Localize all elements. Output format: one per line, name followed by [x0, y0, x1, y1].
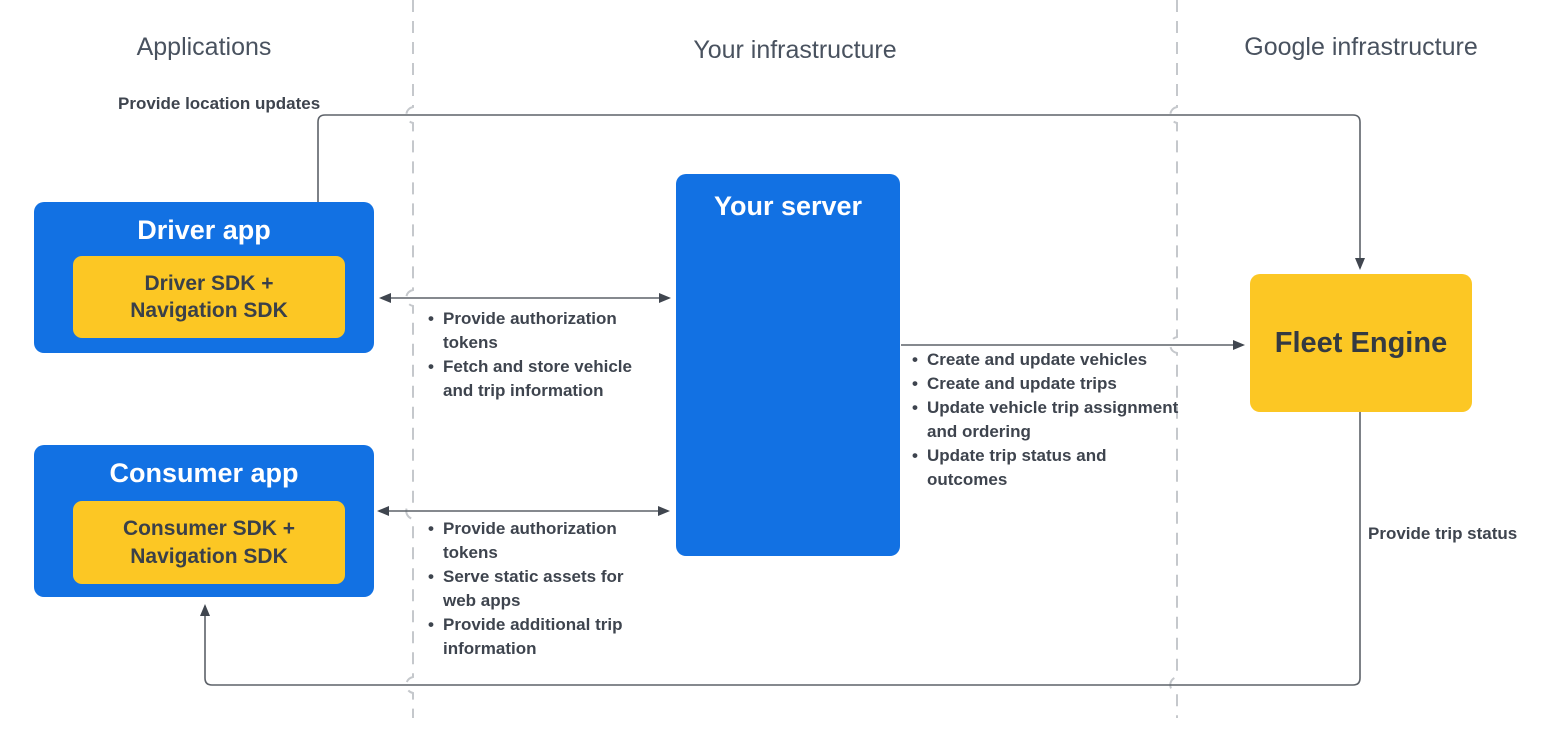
- fleet-engine-node: Fleet Engine: [1250, 274, 1472, 412]
- server-fleet-bullet-list: Create and update vehiclesCreate and upd…: [912, 348, 1180, 492]
- bullet-item: Serve static assets for web apps: [428, 565, 646, 613]
- driver-sdk-label: Driver SDK + Navigation SDK: [130, 271, 288, 322]
- zone-divider-left: [405, 0, 414, 718]
- bullet-item: Fetch and store vehicle and trip informa…: [428, 355, 653, 403]
- driver-app-title: Driver app: [137, 215, 271, 245]
- zone-label-google-infrastructure: Google infrastructure: [1244, 33, 1478, 61]
- consumer-app-title: Consumer app: [109, 458, 299, 488]
- consumer-server-bullet-list: Provide authorization tokensServe static…: [428, 517, 646, 661]
- consumer-sdk-label: Consumer SDK + Navigation SDK: [122, 517, 296, 568]
- your-server-node: Your server: [676, 174, 900, 556]
- bullet-item: Provide additional trip information: [428, 613, 646, 661]
- bullet-item: Provide authorization tokens: [428, 517, 646, 565]
- zone-label-your-infrastructure: Your infrastructure: [693, 36, 897, 64]
- edge-location-updates: [317, 114, 1365, 270]
- bullet-item: Update trip status and outcomes: [912, 444, 1180, 492]
- consumer-sdk-node: Consumer SDK + Navigation SDK: [73, 501, 345, 584]
- edge-label-trip-status: Provide trip status: [1368, 524, 1518, 543]
- fleet-engine-title: Fleet Engine: [1274, 326, 1448, 359]
- driver-server-bullet-list: Provide authorization tokensFetch and st…: [428, 307, 653, 403]
- consumer-app-node: Consumer app Consumer SDK + Navigation S…: [34, 445, 374, 597]
- zone-label-applications: Applications: [136, 33, 272, 61]
- driver-sdk-node: Driver SDK + Navigation SDK: [73, 256, 345, 338]
- bullet-item: Provide authorization tokens: [428, 307, 653, 355]
- bullet-item: Update vehicle trip assignment and order…: [912, 396, 1180, 444]
- bullet-item: Create and update vehicles: [912, 348, 1180, 372]
- edge-trip-status: [200, 412, 1361, 686]
- bullet-item: Create and update trips: [912, 372, 1180, 396]
- edge-label-location-updates: Provide location updates: [118, 94, 321, 113]
- your-server-title: Your server: [713, 191, 863, 221]
- zone-divider-right: [1169, 0, 1178, 718]
- driver-app-node: Driver app Driver SDK + Navigation SDK: [34, 202, 374, 353]
